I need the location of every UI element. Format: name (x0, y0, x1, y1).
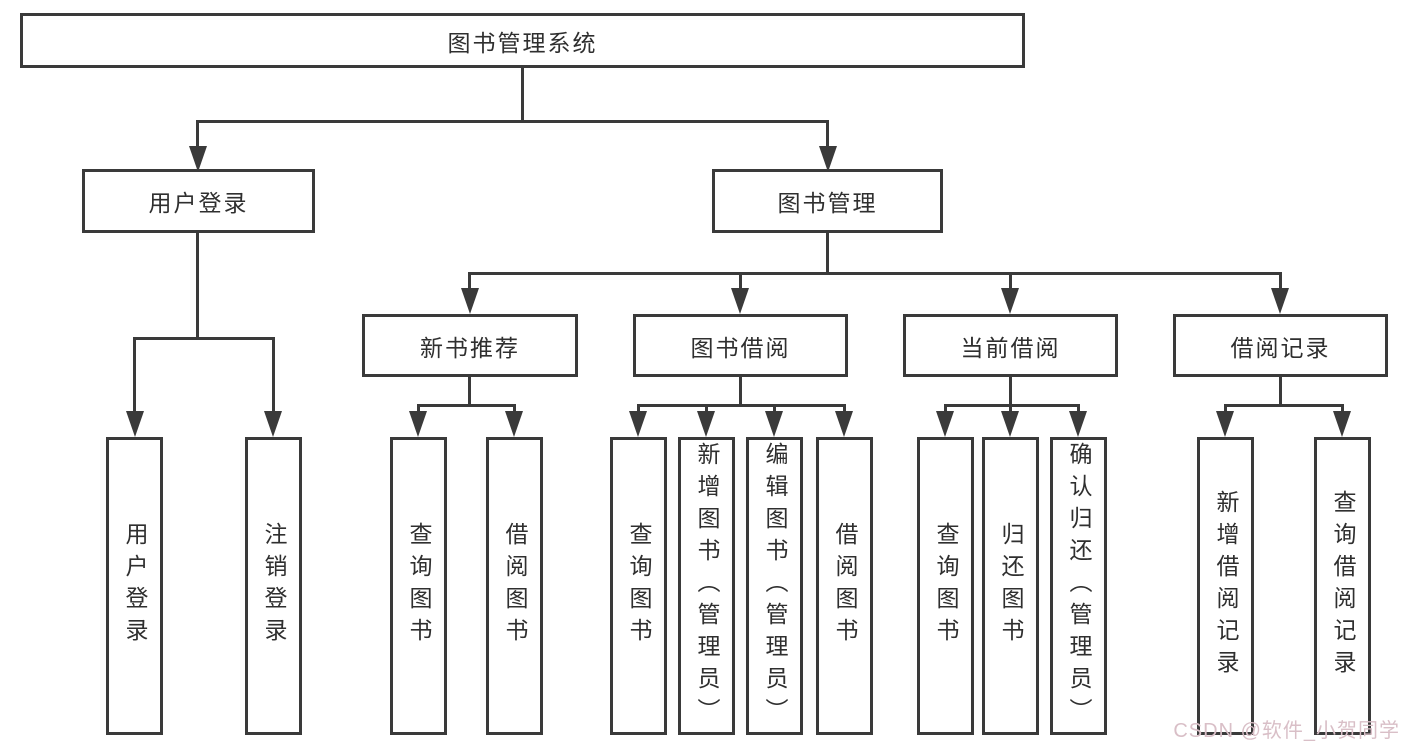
connector-line (1009, 404, 1012, 414)
connector-line (521, 68, 524, 120)
arrow-down-icon (126, 411, 144, 437)
arrow-down-icon (1069, 411, 1087, 437)
leaf-label: 查询图书 (626, 522, 652, 650)
connector-line (1009, 272, 1012, 292)
node-borrowing-records: 借阅记录 (1173, 314, 1388, 377)
node-current-borrowing: 当前借阅 (903, 314, 1118, 377)
connector-line (843, 404, 846, 414)
connector-line (739, 272, 742, 292)
arrow-down-icon (1271, 288, 1289, 314)
leaf-label: 借阅图书 (502, 522, 528, 650)
leaf-return-books: 归还图书 (982, 437, 1039, 735)
connector-line (197, 120, 829, 123)
arrow-down-icon (835, 411, 853, 437)
arrow-down-icon (189, 146, 207, 172)
connector-line (1279, 377, 1282, 406)
connector-line (196, 233, 199, 337)
connector-line (944, 404, 1080, 407)
connector-line (417, 404, 516, 407)
arrow-down-icon (264, 411, 282, 437)
connector-line (705, 404, 708, 414)
leaf-label: 查询图书 (933, 522, 959, 650)
leaf-label: 查询图书 (406, 522, 432, 650)
leaf-edit-books-admin: 编辑图书（管理员） (746, 437, 803, 735)
node-book-management: 图书管理 (712, 169, 943, 233)
watermark: CSDN @软件_小贺同学 (1173, 720, 1400, 742)
connector-line (1279, 272, 1282, 292)
connector-line (1341, 404, 1344, 414)
leaf-label: 用户登录 (122, 522, 148, 650)
arrow-down-icon (505, 411, 523, 437)
leaf-logout: 注销登录 (245, 437, 302, 735)
leaf-borrow-books: 借阅图书 (486, 437, 543, 735)
arrow-down-icon (1001, 411, 1019, 437)
leaf-query-books: 查询图书 (390, 437, 447, 735)
arrow-down-icon (461, 288, 479, 314)
connector-line (637, 404, 846, 407)
leaf-label: 归还图书 (998, 522, 1024, 650)
leaf-user-login: 用户登录 (106, 437, 163, 735)
arrow-down-icon (409, 411, 427, 437)
arrow-down-icon (819, 146, 837, 172)
arrow-down-icon (731, 288, 749, 314)
connector-line (826, 120, 829, 150)
node-library-management-system: 图书管理系统 (20, 13, 1025, 68)
connector-line (417, 404, 420, 414)
arrow-down-icon (936, 411, 954, 437)
connector-line (469, 272, 1282, 275)
arrow-down-icon (1333, 411, 1351, 437)
connector-line (133, 337, 136, 413)
node-book-borrowing: 图书借阅 (633, 314, 848, 377)
connector-line (196, 120, 199, 150)
leaf-label: 新增借阅记录 (1213, 490, 1239, 682)
connector-line (1077, 404, 1080, 414)
leaf-query-borrow-record: 查询借阅记录 (1314, 437, 1371, 735)
leaf-label: 借阅图书 (832, 522, 858, 650)
node-user-login: 用户登录 (82, 169, 315, 233)
leaf-label: 编辑图书（管理员） (762, 442, 788, 730)
connector-line (133, 337, 274, 340)
arrow-down-icon (765, 411, 783, 437)
connector-line (468, 377, 471, 406)
leaf-add-books-admin: 新增图书（管理员） (678, 437, 735, 735)
connector-line (1224, 404, 1344, 407)
connector-line (826, 233, 829, 274)
leaf-confirm-return-admin: 确认归还（管理员） (1050, 437, 1107, 735)
arrow-down-icon (1001, 288, 1019, 314)
leaf-label: 新增图书（管理员） (694, 442, 720, 730)
arrow-down-icon (629, 411, 647, 437)
connector-line (1224, 404, 1227, 414)
arrow-down-icon (697, 411, 715, 437)
connector-line (773, 404, 776, 414)
leaf-label: 注销登录 (261, 522, 287, 650)
leaf-borrow-books: 借阅图书 (816, 437, 873, 735)
connector-line (739, 377, 742, 406)
node-new-book-recommendation: 新书推荐 (362, 314, 578, 377)
connector-line (468, 272, 471, 292)
connector-line (944, 404, 947, 414)
leaf-label: 确认归还（管理员） (1066, 442, 1092, 730)
arrow-down-icon (1216, 411, 1234, 437)
connector-line (637, 404, 640, 414)
leaf-label: 查询借阅记录 (1330, 490, 1356, 682)
leaf-query-books: 查询图书 (917, 437, 974, 735)
connector-line (272, 337, 275, 413)
leaf-query-books: 查询图书 (610, 437, 667, 735)
leaf-add-borrow-record: 新增借阅记录 (1197, 437, 1254, 735)
connector-line (1009, 377, 1012, 406)
connector-line (513, 404, 516, 414)
